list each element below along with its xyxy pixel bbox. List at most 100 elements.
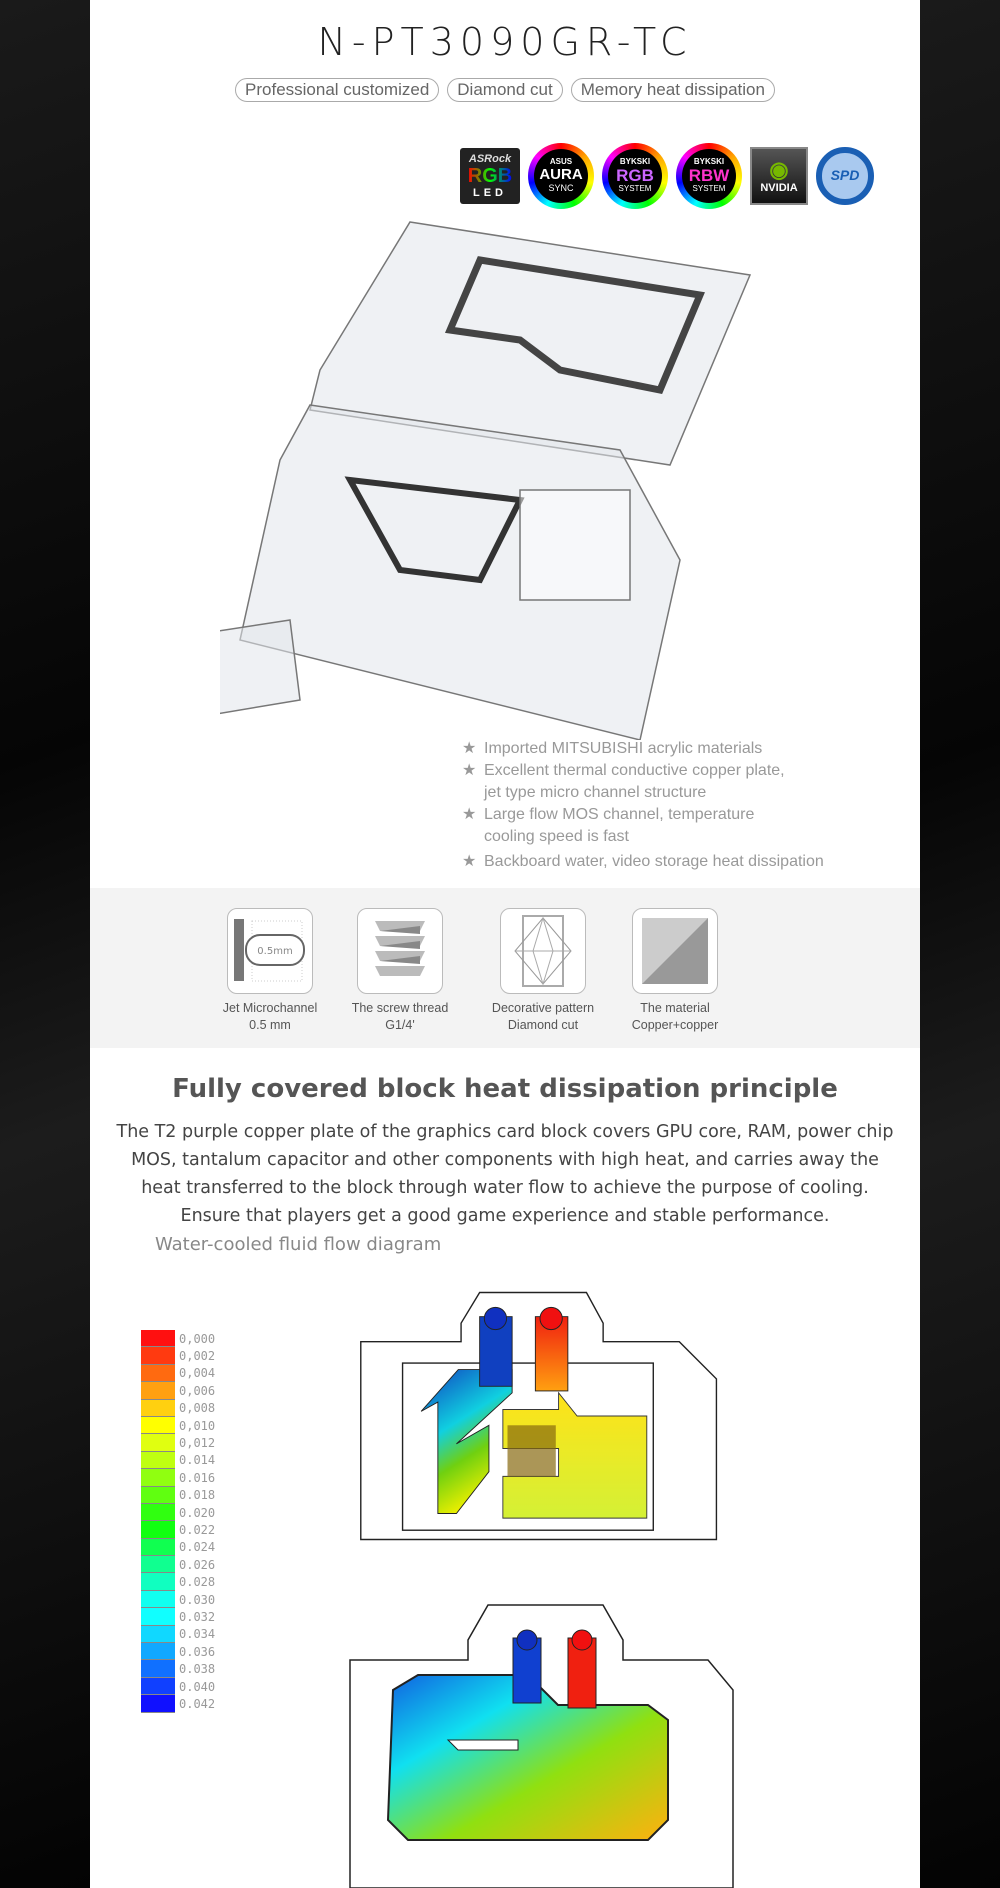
legend-row: 0,006 xyxy=(141,1382,216,1400)
legend-value: 0.042 xyxy=(179,1696,216,1711)
block-plate xyxy=(519,489,631,601)
product-title: N-PT3090GR-TC xyxy=(317,20,693,64)
block-channel xyxy=(344,476,525,584)
legend-value: 0.014 xyxy=(179,1453,216,1468)
bykski-rgb-logo: BYKSKI RGB SYSTEM xyxy=(602,143,668,209)
bykski-rbw: RBW xyxy=(688,165,730,185)
asrock-led: LED xyxy=(473,187,507,199)
legend-value: 0.038 xyxy=(179,1662,216,1677)
legend-swatch xyxy=(141,1643,175,1661)
star-icon: ★ xyxy=(462,762,477,779)
legend-value: 0,000 xyxy=(179,1331,216,1346)
spec-value: 0.5 mm xyxy=(249,1018,291,1032)
legend-value: 0,004 xyxy=(179,1366,216,1381)
bykski-brand: BYKSKI xyxy=(619,156,651,166)
legend-row: 0.014 xyxy=(141,1451,216,1470)
legend-swatch xyxy=(141,1538,175,1557)
tag-diamond: Diamond cut xyxy=(447,78,563,102)
legend-value: 0.034 xyxy=(179,1627,216,1642)
legend-value: 0.040 xyxy=(179,1679,216,1694)
spec-label: The screw thread xyxy=(351,1001,449,1015)
tag-professional: Professional customized xyxy=(235,78,440,102)
legend-row: 0,012 xyxy=(141,1434,215,1452)
legend-row: 0,008 xyxy=(141,1399,215,1417)
legend-row: 0,002 xyxy=(141,1347,216,1365)
legend-swatch xyxy=(141,1503,175,1522)
feature-item: ★Imported MITSUBISHI acrylic materials xyxy=(462,738,824,760)
bykski-brand: BYKSKI xyxy=(693,156,725,166)
microchannel-icon: 0.5mm xyxy=(227,908,313,994)
legend-swatch xyxy=(141,1382,175,1400)
legend-swatch xyxy=(141,1695,175,1713)
bykski-rbw-logo: BYKSKI RBW SYSTEM xyxy=(676,143,742,209)
asrock-rgb: RGB xyxy=(467,165,513,187)
product-page: N-PT3090GR-TC Professional customized Di… xyxy=(90,0,920,1888)
legend-swatch xyxy=(141,1451,175,1470)
legend-row: 0.034 xyxy=(141,1625,216,1644)
spec-value: Diamond cut xyxy=(507,1018,579,1032)
bykski-rgb: RGB xyxy=(616,165,654,185)
legend-value: 0,006 xyxy=(179,1383,216,1398)
back-flow-diagram xyxy=(349,1604,734,1888)
legend-row: 0.024 xyxy=(141,1538,215,1557)
asus-aura: AURA xyxy=(539,166,583,184)
bykski-system: SYSTEM xyxy=(618,184,652,194)
star-icon: ★ xyxy=(462,806,477,823)
legend-row: 0.038 xyxy=(141,1660,216,1678)
spec-label: Jet Microchannel xyxy=(222,1001,318,1015)
left-background xyxy=(0,0,90,1888)
right-background xyxy=(920,0,1000,1888)
spec-value: Copper+copper xyxy=(631,1018,719,1032)
legend-swatch xyxy=(141,1347,175,1365)
star-icon: ★ xyxy=(462,740,477,757)
legend-row: 0.040 xyxy=(141,1677,216,1696)
legend-swatch xyxy=(141,1434,175,1452)
nvidia-eye-icon: ◉ xyxy=(769,156,789,182)
legend-swatch xyxy=(141,1660,175,1678)
nvidia-logo: ◉ NVIDIA xyxy=(750,147,808,205)
asus-brand: ASUS xyxy=(549,157,573,167)
feature-text: Excellent thermal conductive copper plat… xyxy=(484,762,785,801)
spd-logo: SPD xyxy=(816,147,874,205)
legend-value: 0.016 xyxy=(179,1470,216,1485)
legend-value: 0.028 xyxy=(179,1575,216,1590)
legend-swatch xyxy=(141,1399,175,1417)
legend-value: 0.036 xyxy=(179,1644,216,1659)
spec-label: Decorative pattern xyxy=(491,1001,595,1015)
front-flow-diagram xyxy=(360,1291,718,1541)
asrock-brand: ASRock xyxy=(468,152,512,165)
bykski-system: SYSTEM xyxy=(692,184,726,194)
legend-swatch xyxy=(141,1677,175,1696)
legend-value: 0.026 xyxy=(179,1557,216,1572)
legend-row: 0,010 xyxy=(141,1416,215,1435)
tag-memory: Memory heat dissipation xyxy=(570,78,775,102)
legend-value: 0.018 xyxy=(179,1488,216,1503)
legend-row: 0.022 xyxy=(141,1521,216,1539)
spec-band: 0.5mm Jet Microchannel 0.5 mm The screw t… xyxy=(90,888,920,1048)
asus-aura-logo: ASUS AURA SYNC xyxy=(528,143,594,209)
main-block xyxy=(239,404,681,740)
asus-sync: SYNC xyxy=(548,182,574,193)
legend-value: 0.022 xyxy=(179,1522,216,1537)
feature-item: ★Large flow MOS channel, temperature coo… xyxy=(462,804,807,848)
backplate-channel xyxy=(444,256,705,394)
legend-row: 0.028 xyxy=(141,1573,216,1591)
legend-swatch xyxy=(141,1364,175,1383)
legend-swatch xyxy=(141,1486,175,1504)
legend-row: 0,000 xyxy=(141,1330,216,1348)
compatibility-logos: ASRock RGB LED ASUS AURA SYNC BYKSKI RGB… xyxy=(460,143,874,209)
legend-swatch xyxy=(141,1330,175,1348)
legend-row: 0.018 xyxy=(141,1486,216,1504)
feature-item: ★ Excellent thermal conductive copper pla… xyxy=(462,760,797,804)
legend-row: 0.036 xyxy=(141,1643,216,1661)
legend-value: 0,002 xyxy=(179,1349,216,1364)
section-heading: Fully covered block heat dissipation pri… xyxy=(172,1074,838,1104)
star-icon: ★ xyxy=(462,853,477,870)
diamond-icon xyxy=(500,908,586,994)
legend-swatch xyxy=(141,1608,175,1626)
legend-row: 0.026 xyxy=(141,1556,216,1574)
legend-row: 0.016 xyxy=(141,1469,216,1487)
